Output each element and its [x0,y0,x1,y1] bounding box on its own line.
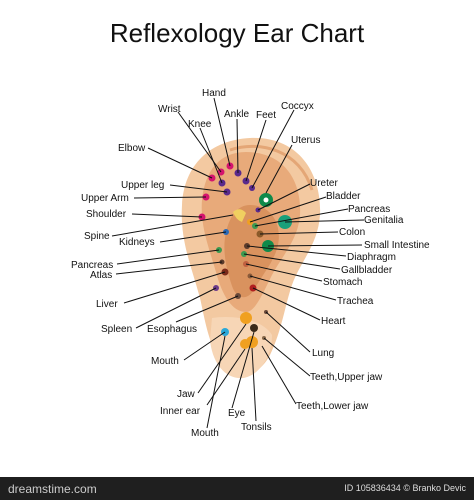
label-colon: Colon [339,227,365,238]
leader-trachea [249,275,337,301]
reflex-points [198,162,292,349]
leader-upper-leg [169,184,228,193]
leader-jaw [197,323,247,394]
label-lung: Lung [312,348,334,359]
label-feet: Feet [256,110,276,121]
labels: Hand Wrist Knee Ankle Feet Coccyx Uterus… [71,88,430,439]
label-uterus: Uterus [291,135,320,146]
leader-teeth-upper-jaw [263,337,311,377]
leader-upper-arm [133,196,207,199]
label-stomach: Stomach [323,277,362,288]
point-tonsils [246,336,258,348]
leader-pancreas-left [116,249,220,265]
label-jaw: Jaw [177,389,196,400]
label-knee: Knee [188,119,212,130]
label-tonsils: Tonsils [241,422,272,433]
label-inner-ear: Inner ear [160,406,201,417]
label-heart: Heart [321,316,346,327]
leader-spine [111,214,234,237]
label-mouth-bottom: Mouth [191,428,219,439]
leader-spleen [135,287,217,329]
leader-heart [252,287,321,321]
label-liver: Liver [96,299,118,310]
label-upper-leg: Upper leg [121,180,164,191]
leader-colon [259,231,339,235]
label-atlas: Atlas [90,270,112,281]
label-diaphragm: Diaphragm [347,252,396,263]
label-pancreas-right: Pancreas [348,204,390,215]
point-eye [250,324,258,332]
leader-diaphragm [246,245,347,257]
label-eye: Eye [228,408,246,419]
label-gallbladder: Gallbladder [341,265,393,276]
label-teeth-lower-jaw: Teeth,Lower jaw [296,401,369,412]
label-ureter: Ureter [310,178,338,189]
label-genitalia: Genitalia [364,215,404,226]
label-spleen: Spleen [101,324,132,335]
footer-image-id: ID 105836434 [344,483,401,493]
label-spine: Spine [84,231,110,242]
leader-bladder [249,196,327,223]
leader-lines [111,97,365,429]
ear-helix-rim [229,144,314,191]
footer-site-name: dreamstime.com [8,482,97,496]
label-bladder: Bladder [326,191,361,202]
label-elbow: Elbow [118,143,146,154]
stock-footer-bar: dreamstime.com ID 105836434 © Branko Dev… [0,477,474,500]
label-coccyx: Coccyx [281,101,314,112]
label-ankle: Ankle [224,109,249,120]
leader-lung [265,311,311,353]
leader-shoulder [131,213,203,218]
label-mouth-left: Mouth [151,356,179,367]
leader-tonsils [251,347,257,422]
leader-elbow [147,147,213,179]
leader-knee [199,127,223,184]
leader-pancreas-right [254,208,349,227]
leader-mouth-left [183,331,226,361]
leader-eye [231,331,255,409]
label-trachea: Trachea [337,296,374,307]
label-kidneys: Kidneys [119,237,155,248]
leader-coccyx [251,109,295,189]
label-small-intestine: Small Intestine [364,240,430,251]
point-jaw [240,312,252,324]
label-wrist: Wrist [158,104,181,115]
label-teeth-upper-jaw: Teeth,Upper jaw [310,372,383,383]
label-hand: Hand [202,88,226,99]
leader-ankle [236,118,239,174]
leader-uterus [265,144,293,194]
ear-concha [224,205,279,298]
leader-small-intestine [267,244,363,247]
label-upper-arm: Upper Arm [81,193,129,204]
leader-teeth-lower-jaw [261,345,297,405]
point-uterus-center [263,197,269,203]
footer-author-credit: © Branko Devic [403,483,466,493]
label-esophagus: Esophagus [147,324,197,335]
label-pancreas-left: Pancreas [71,260,113,271]
label-shoulder: Shoulder [86,209,127,220]
leader-hand [213,97,231,167]
leader-genitalia [284,219,365,223]
leader-feet [245,119,267,182]
leader-esophagus [175,295,239,323]
chart-title: Reflexology Ear Chart [109,18,365,48]
leader-kidneys [159,231,227,243]
leader-ureter [257,183,311,211]
leader-gallbladder [243,253,341,270]
leader-mouth-bottom [206,335,226,429]
point-spine [233,209,246,222]
leader-stomach [245,263,323,282]
leader-atlas [115,261,223,275]
ear-diagram: Hand Wrist Knee Ankle Feet Coccyx Uterus… [71,88,430,439]
footer-credit: ID 105836434 © Branko Devic [344,483,466,493]
leader-liver [123,271,226,304]
